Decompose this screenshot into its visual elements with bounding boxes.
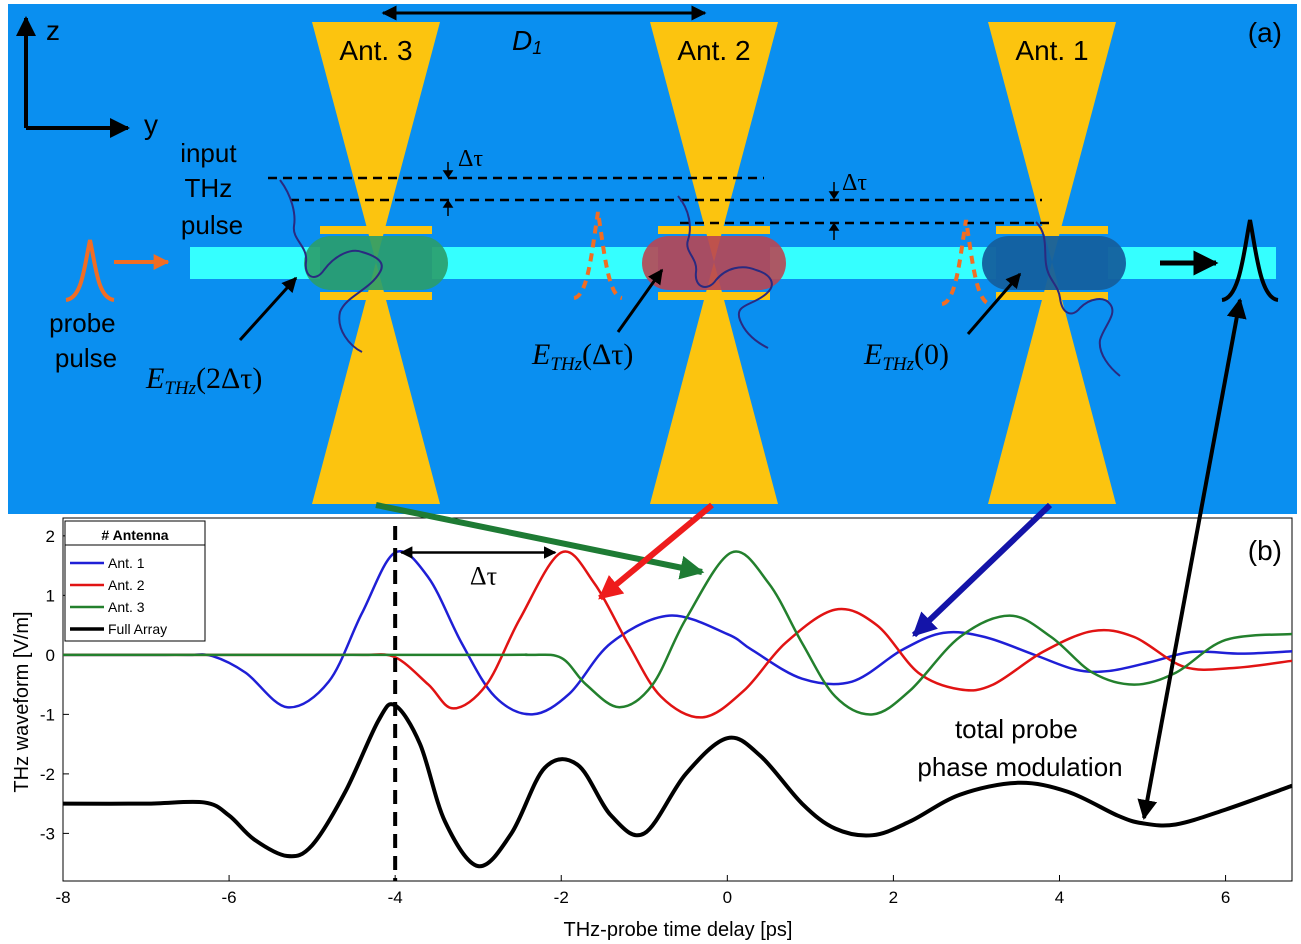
field-pointers (238, 268, 1022, 342)
x-tick-label: 4 (1055, 888, 1064, 907)
legend-item-ant2: Ant. 2 (70, 577, 145, 593)
y-axis-label: THz waveform [V/m] (11, 611, 33, 792)
x-tick: 4 (1055, 875, 1064, 907)
x-tick-label: -2 (554, 888, 569, 907)
x-tick-label: 6 (1221, 888, 1230, 907)
legend-item-full-array: Full Array (70, 621, 167, 637)
coordinate-axes: z y (15, 15, 158, 140)
axis-z-label: z (46, 15, 60, 46)
antenna-2 (642, 22, 786, 504)
x-tick: -8 (55, 875, 71, 907)
y-tick: -2 (40, 765, 69, 784)
svg-text:Full Array: Full Array (108, 621, 167, 637)
plot-area (62, 517, 1293, 882)
antenna-label-3: Ant. 3 (339, 35, 412, 66)
active-region-3 (304, 236, 448, 290)
antenna-3 (304, 22, 448, 504)
probe-pulse-ghost-1 (573, 211, 623, 300)
x-ticks: -8 -6 -4 -2 0 2 4 6 (55, 875, 1230, 907)
probe-pulse-label: probe pulse (49, 308, 123, 373)
field-label-ant3: ETHz(2Δτ) (145, 362, 262, 399)
arrow-ant2-to-series (598, 502, 714, 601)
legend: # Antenna Ant. 1 Ant. 2 Ant. 3 Full Arra… (64, 520, 206, 642)
arrow-ant1-to-series (911, 502, 1053, 638)
spacing-d1: D1 (381, 5, 707, 58)
y-tick-label: 0 (46, 646, 55, 665)
antenna-label-2: Ant. 2 (677, 35, 750, 66)
x-tick-label: 0 (723, 888, 732, 907)
wavefront-lines (268, 176, 1052, 225)
y-tick-label: 2 (46, 527, 55, 546)
legend-title: # Antenna (101, 527, 168, 543)
active-region-2 (642, 236, 786, 290)
d1-label: D1 (512, 25, 542, 58)
y-tick-label: -1 (40, 705, 55, 724)
legend-item-ant3: Ant. 3 (70, 599, 145, 615)
y-tick: -3 (40, 824, 69, 843)
input-thz-label: input THz pulse (180, 138, 244, 240)
x-tick-label: -8 (55, 888, 70, 907)
delta-tau-label-2: Δτ (842, 170, 867, 196)
panel-a-label: (a) (1248, 17, 1282, 48)
arrow-output-to-full-array (1137, 298, 1247, 820)
x-tick: -2 (554, 875, 569, 907)
legend-item-ant1: Ant. 1 (70, 555, 145, 571)
antenna-label-1: Ant. 1 (1015, 35, 1088, 66)
delta-tau-chart-label: Δτ (470, 562, 497, 591)
connector-arrows (375, 298, 1247, 820)
svg-text:Ant. 3: Ant. 3 (108, 599, 145, 615)
panel-b: -8 -6 -4 -2 0 2 4 6 2 1 0 -1 -2 -3 Δτ (b) THz-probe … (11, 517, 1293, 941)
delta-tau-label-1: Δτ (458, 146, 483, 172)
x-tick-label: -6 (222, 888, 237, 907)
x-tick: 0 (723, 875, 732, 907)
y-tick-label: -3 (40, 824, 55, 843)
x-tick-label: -4 (388, 888, 403, 907)
probe-pulse: probe pulse (49, 239, 170, 373)
svg-text:Ant. 2: Ant. 2 (108, 577, 145, 593)
x-tick: 6 (1221, 875, 1230, 907)
series-full-array (62, 702, 1293, 869)
annotation-total-probe: total probe phase modulation (917, 714, 1122, 782)
y-ticks: 2 1 0 -1 -2 -3 (40, 527, 69, 843)
y-tick-label: -2 (40, 765, 55, 784)
thz-waveforms (279, 179, 1121, 377)
output-pulse (1160, 219, 1279, 302)
y-tick: -1 (40, 705, 69, 724)
probe-pulse-ghost-2 (941, 219, 991, 306)
x-axis-label: THz-probe time delay [ps] (564, 919, 793, 941)
svg-text:Ant. 1: Ant. 1 (108, 555, 145, 571)
series-ant3 (63, 550, 1293, 716)
panel-a: z y Ant. 3 Ant. 2 A (8, 4, 1297, 514)
series-ant2 (63, 550, 1293, 719)
field-label-ant2: ETHz(Δτ) (531, 338, 633, 375)
x-tick: -6 (222, 875, 237, 907)
field-label-ant1: ETHz(0) (863, 338, 949, 375)
x-tick-label: 2 (889, 888, 898, 907)
axis-y-label: y (144, 109, 158, 140)
antenna-1 (982, 22, 1126, 504)
x-tick: 2 (889, 875, 898, 907)
series-lines (62, 550, 1293, 869)
delay-markers (442, 162, 840, 240)
series-ant1 (63, 550, 1293, 716)
panel-b-label: (b) (1248, 535, 1282, 566)
y-tick-label: 1 (46, 586, 55, 605)
